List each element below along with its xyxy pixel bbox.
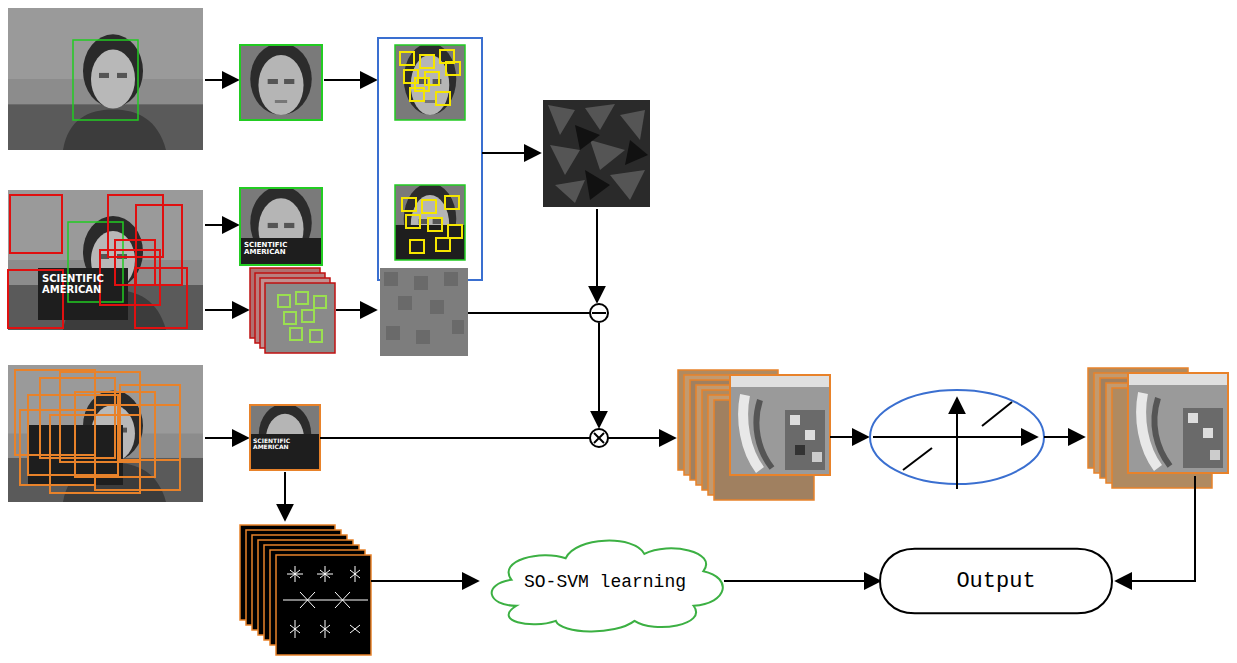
magazine-text: SCIENTIFIC AMERICAN bbox=[244, 242, 318, 257]
arrow-connector bbox=[724, 580, 880, 582]
cloud-node: SO-SVM learning bbox=[482, 528, 728, 636]
node-text: SO-SVM learning bbox=[524, 572, 686, 592]
magazine-text: SCIENTIFIC AMERICAN bbox=[42, 274, 124, 295]
magazine-text: SCIENTIFIC AMERICAN bbox=[253, 438, 317, 451]
node-text: Output bbox=[956, 569, 1035, 594]
output-box: Output bbox=[880, 548, 1112, 614]
